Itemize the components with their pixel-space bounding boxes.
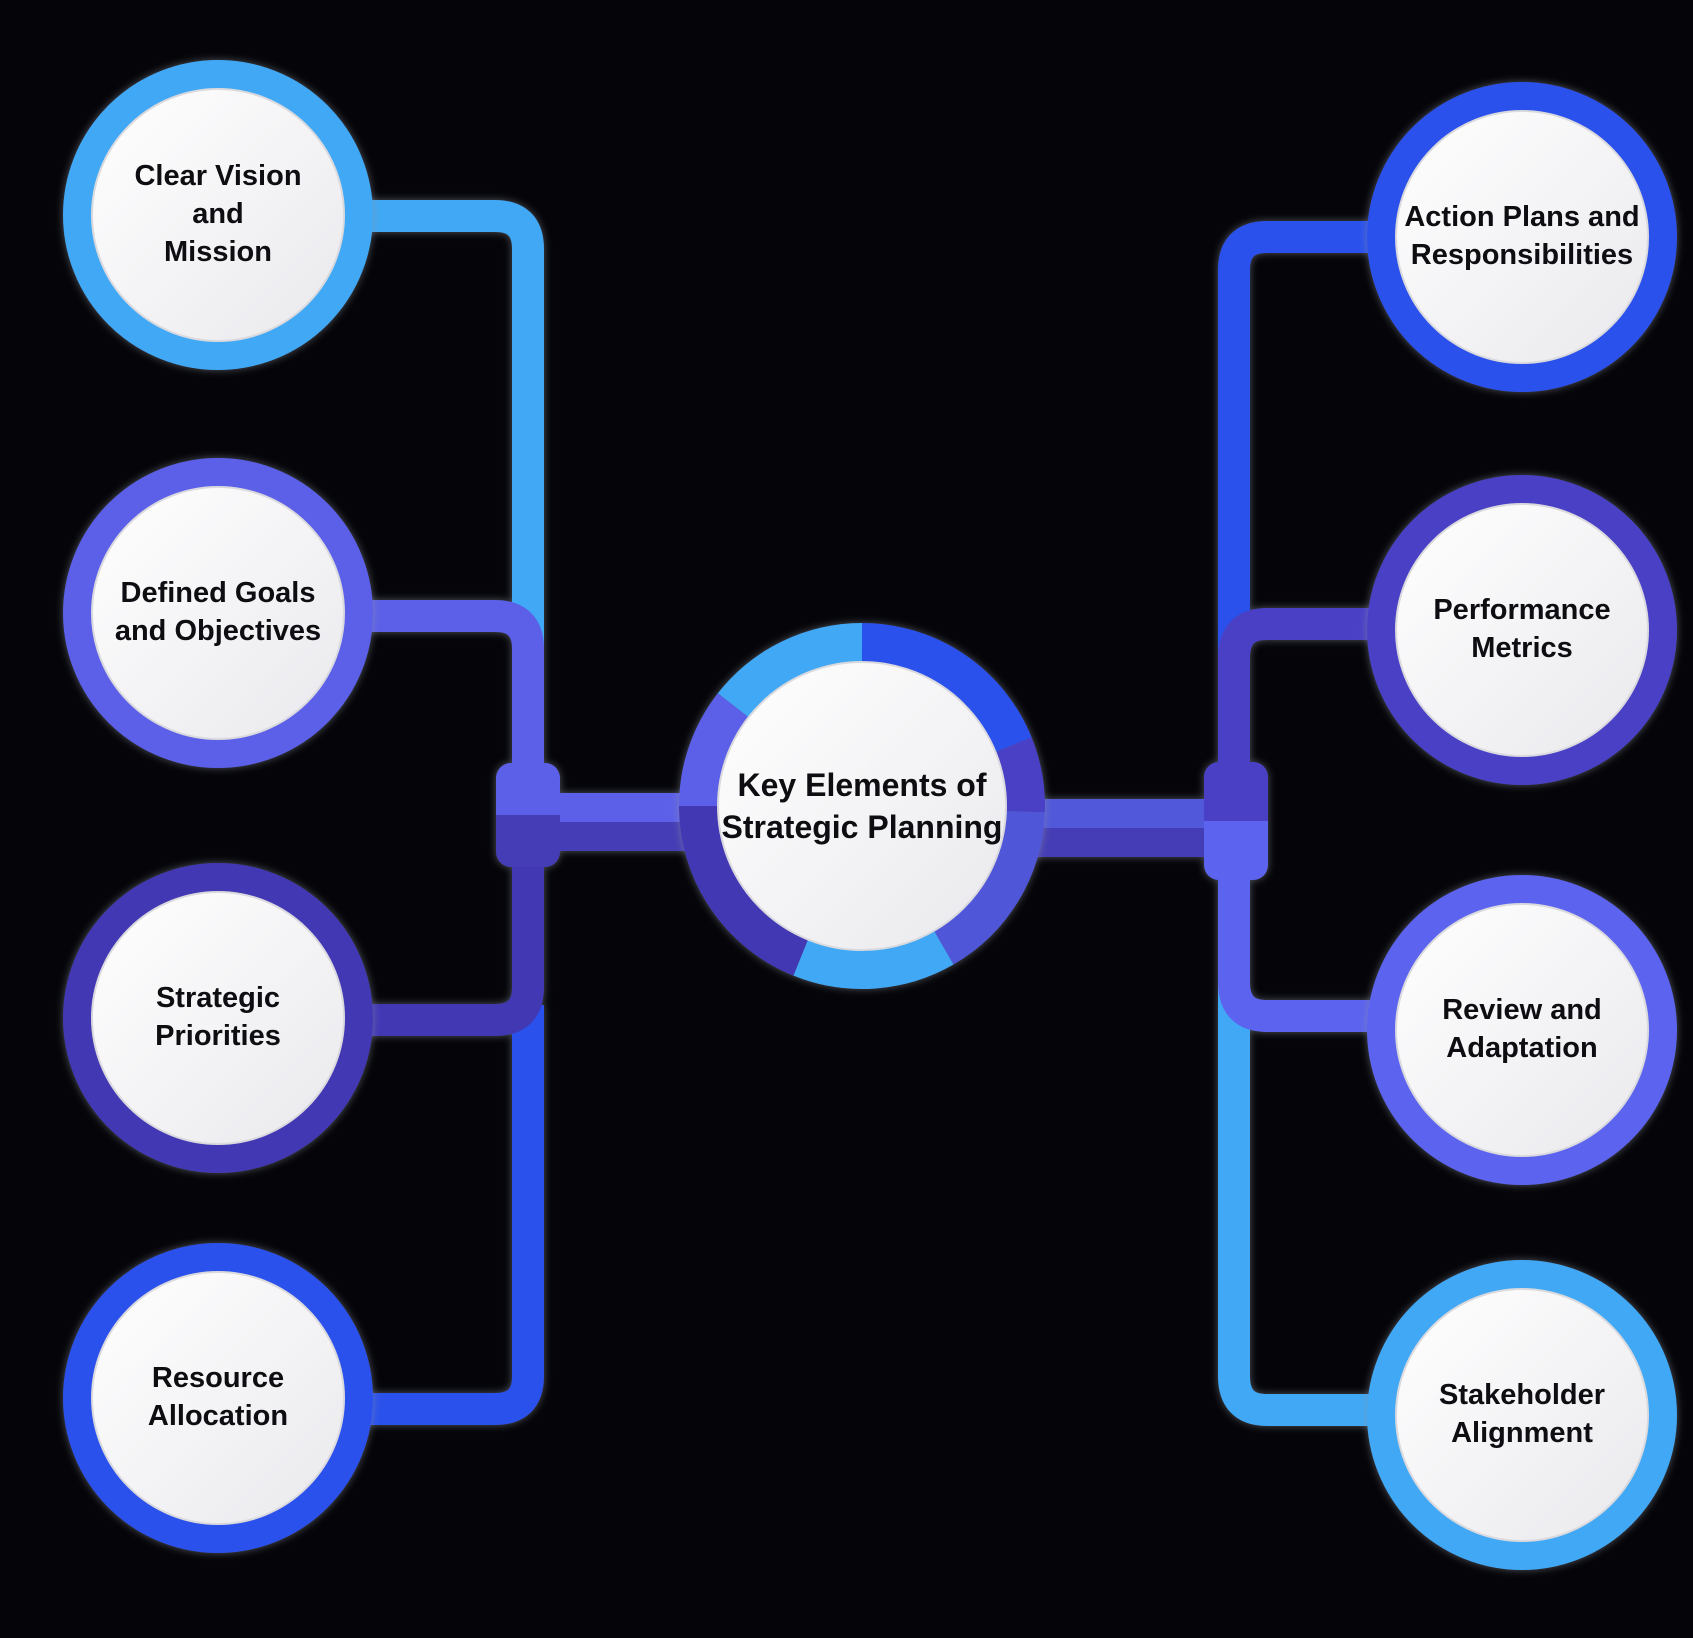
node-ring-review-adaptation	[1367, 875, 1677, 1185]
node-ring-resource-allocation	[63, 1243, 373, 1553]
center-ring-segment-left-upper	[679, 693, 750, 807]
node-core-strategic-priorities	[91, 891, 345, 1145]
connector-review-adaptation	[1218, 826, 1380, 1032]
connector-performance-metrics	[1218, 608, 1380, 826]
center-node-core	[717, 661, 1007, 951]
connector-strategic-priorities	[348, 822, 544, 1036]
connector-resource-allocation	[352, 1005, 544, 1425]
center-ring-segment-right-lower	[933, 810, 1045, 965]
connector-clear-vision	[348, 200, 544, 822]
node-ring-performance-metrics	[1367, 475, 1677, 785]
outer-nodes	[63, 60, 1677, 1570]
node-ring-stakeholder-alignment	[1367, 1260, 1677, 1570]
center-ring-segment-top-right	[861, 623, 1032, 753]
center-ring	[679, 623, 1045, 989]
right-trunk-junction	[1204, 762, 1268, 880]
center-ring-segment-bottom-left	[679, 805, 809, 976]
left-trunk-junction	[496, 763, 560, 867]
node-ring-defined-goals	[63, 458, 373, 768]
node-core-resource-allocation	[91, 1271, 345, 1525]
connector-stakeholder-alignment	[1218, 826, 1392, 1426]
node-core-performance-metrics	[1395, 503, 1649, 757]
node-ring-strategic-priorities	[63, 863, 373, 1173]
center-ring-segment-bottom	[793, 929, 954, 989]
center-node	[679, 623, 1045, 989]
node-core-review-adaptation	[1395, 903, 1649, 1157]
center-ring-segment-right-upper	[994, 737, 1045, 813]
node-core-stakeholder-alignment	[1395, 1288, 1649, 1542]
connector-defined-goals	[348, 600, 544, 822]
node-core-defined-goals	[91, 486, 345, 740]
left-connectors	[348, 200, 700, 1425]
connector-action-plans	[1218, 221, 1380, 826]
node-core-action-plans	[1395, 110, 1649, 364]
node-ring-clear-vision	[63, 60, 373, 370]
node-ring-action-plans	[1367, 82, 1677, 392]
right-connectors	[1030, 221, 1392, 1426]
center-ring-segment-top-left	[717, 623, 863, 719]
node-core-clear-vision	[91, 88, 345, 342]
